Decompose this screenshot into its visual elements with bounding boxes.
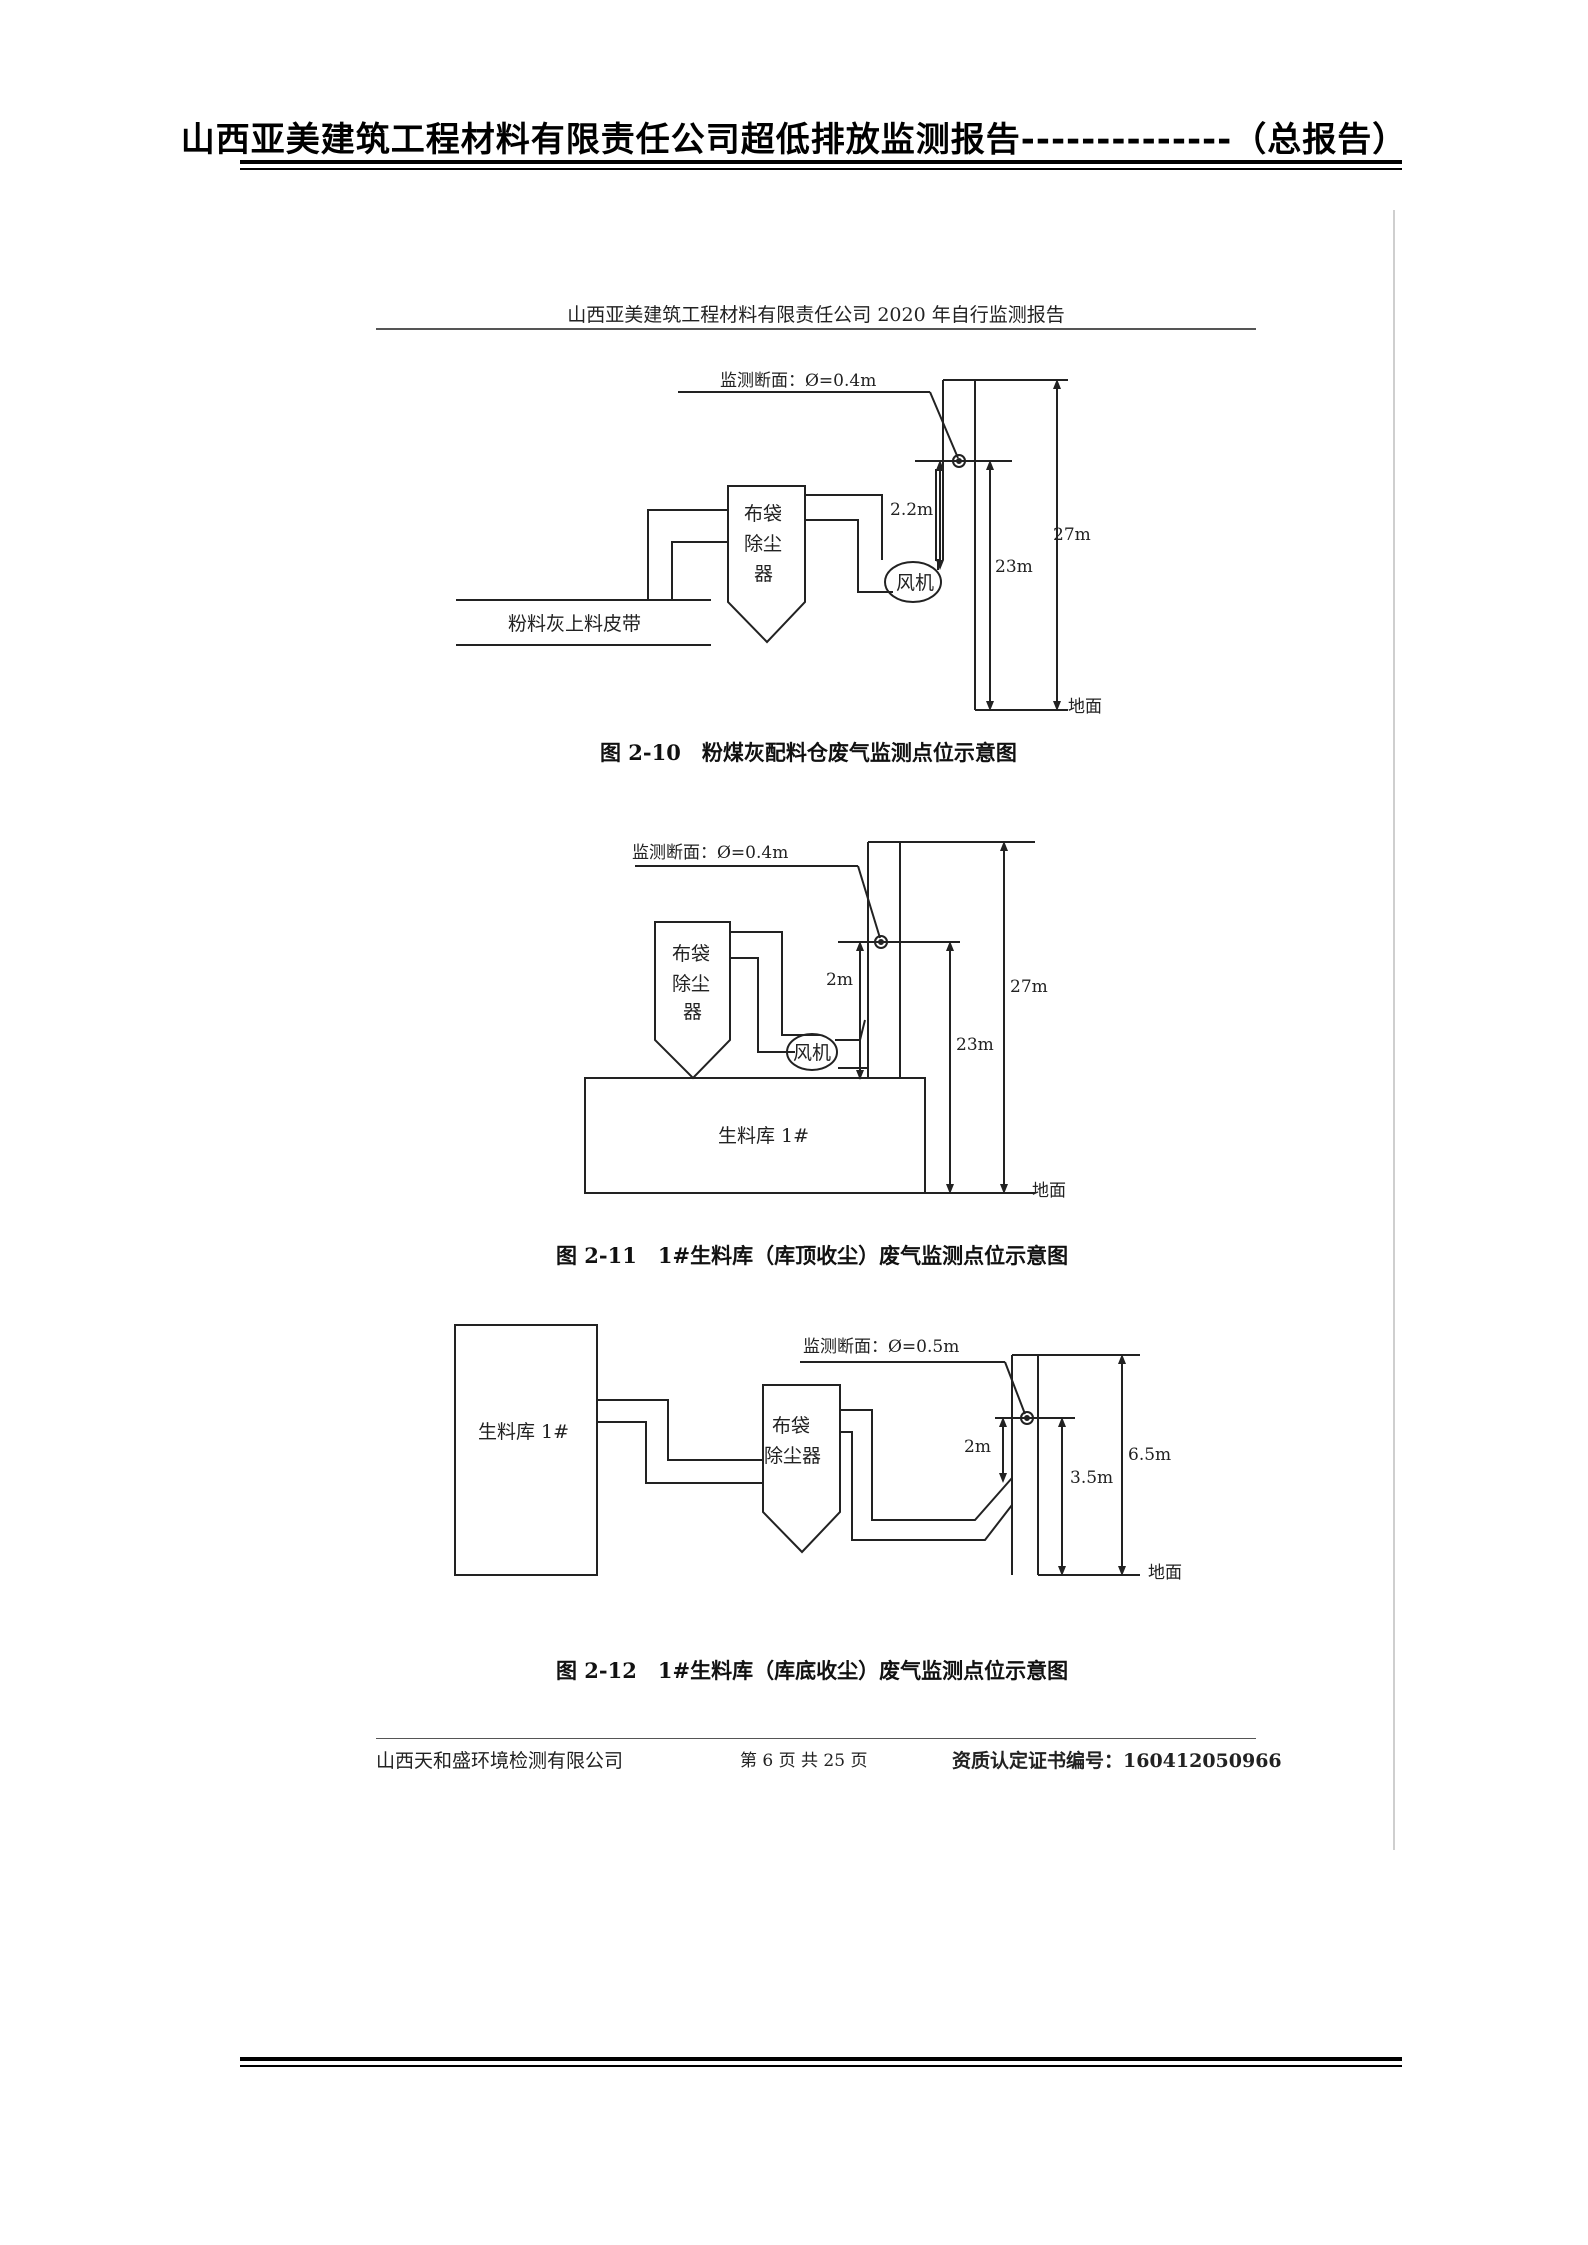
- figure-2-10-diagram: [456, 379, 1068, 711]
- fig10-filter-line1: 布袋: [744, 503, 782, 525]
- fan: [884, 561, 942, 603]
- fig10-dim-total: 27m: [1053, 525, 1091, 545]
- leader-d: [857, 865, 881, 939]
- fig11-fan-label: 风机: [793, 1042, 831, 1064]
- fig10-belt-label: 粉料灰上料皮带: [508, 613, 641, 635]
- page-title: 山西亚美建筑工程材料有限责任公司超低排放监测报告--------------（总…: [180, 120, 1408, 160]
- fig10-section-label: 监测断面：Ø=0.4m: [720, 371, 876, 391]
- outlet-duct-upper: [840, 1409, 1013, 1521]
- figure-caption-2-10: 图 2-10 粉煤灰配料仓废气监测点位示意图: [600, 740, 1017, 765]
- bottom-rule-thick: [240, 2057, 1402, 2061]
- figure-2-12-diagram: [454, 1324, 1140, 1576]
- outlet-duct-upper: [730, 931, 820, 1036]
- fig12-dim-mid: 3.5m: [1070, 1468, 1113, 1488]
- footer-company: 山西天和盛环境检测有限公司: [376, 1750, 624, 1772]
- figure-caption-2-11: 图 2-11 1#生料库（库顶收尘）废气监测点位示意图: [556, 1243, 1069, 1268]
- fig12-dim-total: 6.5m: [1128, 1445, 1171, 1465]
- fig11-ground: 地面: [1032, 1181, 1066, 1201]
- fig11-silo-label: 生料库 1#: [718, 1125, 809, 1147]
- bottom-rule-thin: [240, 2065, 1402, 2067]
- fig12-silo-label: 生料库 1#: [478, 1421, 569, 1443]
- bag-filter: [727, 485, 806, 644]
- fig12-filter-line2: 除尘器: [764, 1445, 821, 1467]
- fig11-filter-line2: 除尘: [672, 973, 710, 995]
- fig10-fan-label: 风机: [896, 572, 934, 594]
- inlet-duct-upper: [597, 1399, 763, 1461]
- feed-duct-inner: [671, 541, 728, 600]
- fig11-dim-small: 2m: [826, 970, 853, 990]
- fig12-ground: 地面: [1148, 1563, 1182, 1583]
- scan-edge: [1393, 210, 1395, 1850]
- outlet-duct-upper: [805, 494, 883, 560]
- outlet-duct-lower: [730, 957, 795, 1053]
- outlet-duct-lower: [805, 519, 893, 593]
- footer-page-number: 第 6 页 共 25 页: [740, 1751, 868, 1771]
- fig11-dim-mid: 23m: [956, 1035, 994, 1055]
- title-rule-thin: [240, 168, 1402, 170]
- bag-filter: [762, 1384, 841, 1554]
- outlet-duct-lower: [840, 1431, 1013, 1541]
- fig12-dim-small: 2m: [964, 1437, 991, 1457]
- fig10-ground: 地面: [1068, 697, 1102, 717]
- fig10-dim-small: 2.2m: [890, 500, 933, 520]
- inlet-duct-lower: [597, 1421, 763, 1484]
- fig12-filter-line1: 布袋: [772, 1415, 810, 1437]
- fig11-section-label: 监测断面：Ø=0.4m: [632, 843, 788, 863]
- fig11-filter-line1: 布袋: [672, 943, 710, 965]
- fig11-filter-line3: 器: [683, 1001, 702, 1023]
- inner-header-rule: [376, 328, 1256, 330]
- feed-duct-outer: [647, 509, 728, 600]
- silo-box: [454, 1324, 598, 1576]
- title-rule-thick: [240, 160, 1402, 164]
- inner-header: 山西亚美建筑工程材料有限责任公司 2020 年自行监测报告: [567, 304, 1065, 326]
- fig10-dim-mid: 23m: [995, 557, 1033, 577]
- fig12-section-label: 监测断面：Ø=0.5m: [803, 1337, 959, 1357]
- leader-d: [1004, 1361, 1026, 1415]
- figure-caption-2-12: 图 2-12 1#生料库（库底收尘）废气监测点位示意图: [556, 1658, 1069, 1683]
- fig10-filter-line3: 器: [754, 563, 773, 585]
- inner-footer-rule: [376, 1738, 1256, 1739]
- leader-d: [929, 391, 959, 459]
- fan: [786, 1033, 838, 1071]
- footer-cert-number: 资质认定证书编号：160412050966: [952, 1750, 1282, 1772]
- fig11-dim-total: 27m: [1010, 977, 1048, 997]
- figure-2-11-diagram: [584, 841, 1035, 1194]
- bag-filter: [654, 921, 731, 1080]
- fig10-filter-line2: 除尘: [744, 533, 782, 555]
- silo-box: [584, 1077, 926, 1194]
